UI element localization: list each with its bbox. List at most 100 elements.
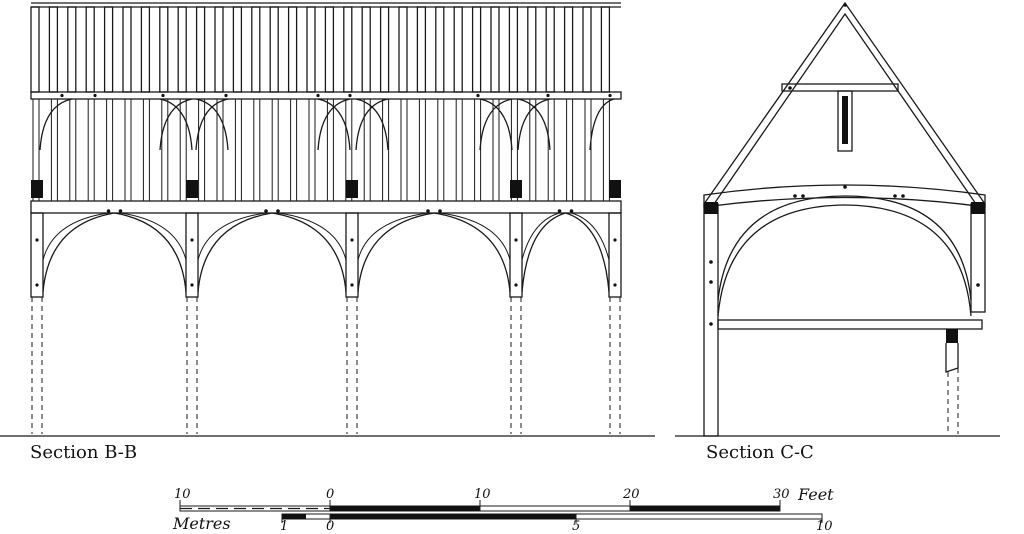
upper-brace [355, 98, 389, 151]
roof-stud [490, 6, 500, 93]
arch-brace [521, 212, 610, 293]
roof-stud [545, 6, 555, 93]
upper-brace [355, 98, 389, 151]
upper-brace [317, 98, 351, 151]
roof-stud [159, 6, 169, 93]
wall-stud [216, 98, 224, 202]
peg [93, 93, 97, 98]
wall-stud [290, 98, 298, 202]
wall-stud [234, 98, 242, 202]
wall-stud [308, 98, 316, 202]
upper-brace [195, 98, 229, 151]
peg [569, 209, 574, 213]
wall-stud [492, 98, 500, 202]
beam-end-block [510, 180, 522, 198]
peg [514, 283, 518, 287]
wall-stud [400, 98, 408, 202]
wall-stud [179, 98, 187, 202]
posts [30, 212, 622, 434]
wall-stud [547, 98, 555, 202]
roof-stud [563, 6, 574, 93]
wall-stud [69, 98, 77, 202]
peg [546, 93, 550, 98]
roof-stud [48, 6, 59, 93]
arch-brace-inner [277, 212, 347, 261]
roof-stud [527, 6, 537, 93]
feet-unit-label: Feet [798, 485, 834, 504]
beam-end-block [186, 180, 198, 198]
section-b-b-elevation [0, 2, 655, 437]
beam-ends [31, 180, 621, 198]
wall-stud [142, 98, 150, 202]
roof-stud [177, 6, 187, 93]
roof-stud [103, 6, 114, 93]
roof-stud [453, 6, 463, 93]
peg [190, 238, 194, 242]
roof-stud [306, 6, 316, 93]
wall-stud [566, 98, 574, 202]
wall-stud [161, 98, 169, 202]
peg [350, 283, 354, 287]
peg [224, 93, 228, 98]
post [30, 212, 44, 298]
roof-stud [287, 6, 298, 93]
wall-stud [87, 98, 95, 202]
roof-stud [195, 6, 206, 93]
feet-tick-label: 10 [474, 487, 491, 502]
roof-stud [140, 6, 151, 93]
feet-tick-label: 10 [174, 487, 191, 502]
arch-brace [357, 212, 511, 293]
metres-unit-label: Metres [173, 514, 231, 533]
roof-stud [251, 6, 261, 93]
feet-tick-label: 30 [773, 487, 790, 502]
peg [348, 93, 352, 98]
roof-stud [435, 6, 445, 93]
upper-brace [517, 98, 551, 151]
roof-stud [214, 6, 224, 93]
post [608, 212, 622, 298]
upper-brace [195, 98, 229, 151]
beam-end-block [31, 180, 43, 198]
arch-brace [197, 212, 347, 293]
wall-stud [437, 98, 445, 202]
tie-beam [30, 200, 622, 214]
peg [476, 93, 480, 98]
pegs [35, 93, 617, 287]
arch-braces [42, 212, 610, 293]
arch-brace-inner [439, 212, 511, 261]
roof-stud [85, 6, 95, 93]
peg [60, 93, 64, 98]
upper-braces [39, 98, 615, 151]
metres-tick-label: 1 [280, 519, 289, 534]
upper-brace [517, 98, 551, 151]
arch-brace-inner [42, 212, 109, 261]
peg [35, 238, 39, 242]
wall-stud [106, 98, 114, 202]
roof-stud [600, 6, 611, 93]
roof-stud [269, 6, 279, 93]
roof-stud [67, 6, 77, 93]
peg [106, 209, 111, 213]
post [509, 212, 523, 298]
wall-stud [602, 98, 610, 202]
wall-stud [474, 98, 482, 202]
roof-stud [343, 6, 353, 93]
wall-stud [124, 98, 132, 202]
feet-tick-label: 0 [326, 487, 335, 502]
wall-stud [32, 98, 40, 202]
wall-stud [326, 98, 334, 202]
peg [426, 209, 430, 213]
upper-brace [317, 98, 351, 151]
wall-stud [271, 98, 279, 202]
peg [608, 93, 612, 98]
arch-brace-inner [571, 212, 610, 261]
metres-tick-label: 10 [816, 519, 833, 534]
roof-stud [508, 6, 519, 93]
roof-stud [30, 6, 40, 93]
upper-brace [159, 98, 193, 151]
roof-stud [324, 6, 335, 93]
roof-stud [122, 6, 132, 93]
upper-brace [479, 98, 513, 151]
roof-stud [361, 6, 371, 93]
wall-studs [32, 98, 610, 202]
